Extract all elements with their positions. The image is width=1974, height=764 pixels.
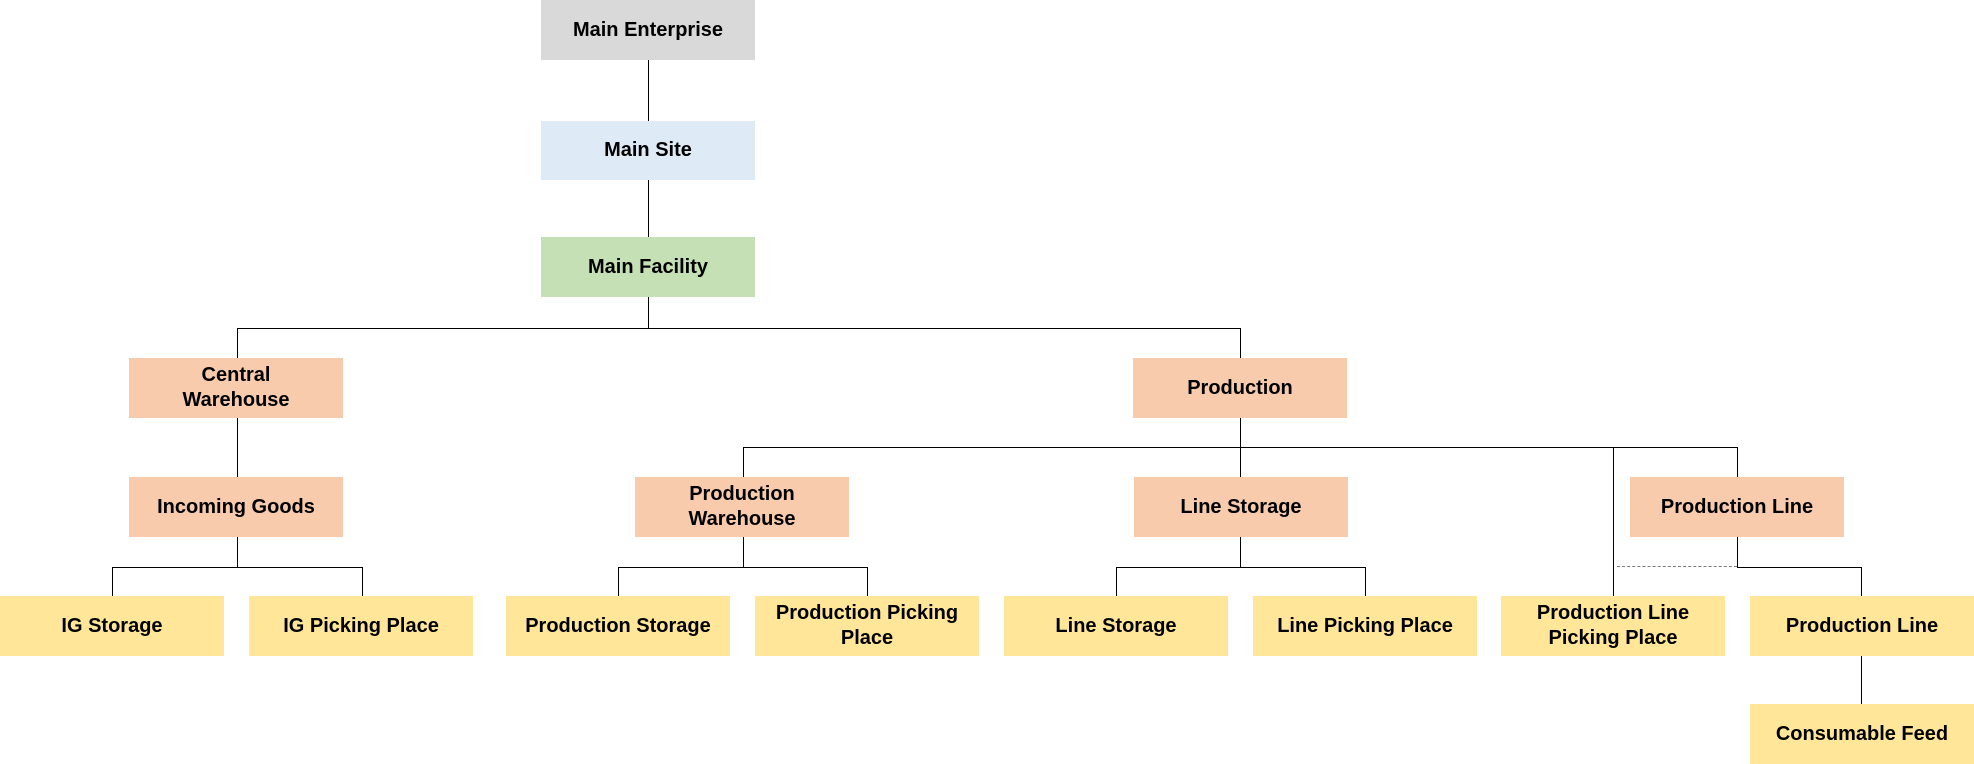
connector bbox=[362, 567, 364, 596]
connector bbox=[618, 567, 868, 569]
node-production: Production bbox=[1133, 358, 1347, 418]
connector bbox=[1737, 567, 1862, 569]
connector bbox=[1240, 418, 1242, 448]
node-ig-storage: IG Storage bbox=[0, 596, 224, 656]
node-main-site: Main Site bbox=[541, 121, 755, 180]
node-production-line-area: Production Line bbox=[1630, 477, 1844, 537]
node-consumable-feed: Consumable Feed bbox=[1750, 704, 1974, 764]
connector bbox=[1861, 656, 1863, 704]
connector bbox=[648, 60, 650, 121]
connector bbox=[1240, 537, 1242, 567]
node-production-line-picking-place: Production Line Picking Place bbox=[1501, 596, 1725, 656]
node-incoming-goods: Incoming Goods bbox=[129, 477, 343, 537]
connector bbox=[237, 418, 239, 477]
connector bbox=[1116, 567, 1366, 569]
node-main-facility: Main Facility bbox=[541, 237, 755, 297]
node-main-enterprise: Main Enterprise bbox=[541, 0, 755, 60]
connector bbox=[237, 328, 1241, 330]
connector bbox=[1737, 447, 1739, 477]
connector bbox=[743, 447, 745, 477]
connector bbox=[112, 567, 114, 596]
connector bbox=[1240, 328, 1242, 358]
connector bbox=[648, 180, 650, 237]
connector bbox=[112, 567, 363, 569]
node-production-line: Production Line bbox=[1750, 596, 1974, 656]
node-ig-picking-place: IG Picking Place bbox=[249, 596, 473, 656]
node-central-warehouse: Central Warehouse bbox=[129, 358, 343, 418]
connector bbox=[648, 297, 650, 328]
connector bbox=[1737, 537, 1739, 567]
connector bbox=[1861, 567, 1863, 596]
connector bbox=[743, 537, 745, 567]
node-line-storage: Line Storage bbox=[1004, 596, 1228, 656]
node-line-storage-area: Line Storage bbox=[1134, 477, 1348, 537]
node-production-picking-place: Production Picking Place bbox=[755, 596, 979, 656]
connector bbox=[1613, 447, 1615, 596]
connector bbox=[237, 537, 239, 567]
connector bbox=[237, 328, 239, 358]
connector bbox=[1116, 567, 1118, 596]
node-production-storage: Production Storage bbox=[506, 596, 730, 656]
connector bbox=[618, 567, 620, 596]
connector bbox=[867, 567, 869, 596]
connector bbox=[1240, 447, 1242, 477]
node-production-warehouse: Production Warehouse bbox=[635, 477, 849, 537]
dashed-connector bbox=[1617, 566, 1737, 567]
connector bbox=[1365, 567, 1367, 596]
node-line-picking-place: Line Picking Place bbox=[1253, 596, 1477, 656]
